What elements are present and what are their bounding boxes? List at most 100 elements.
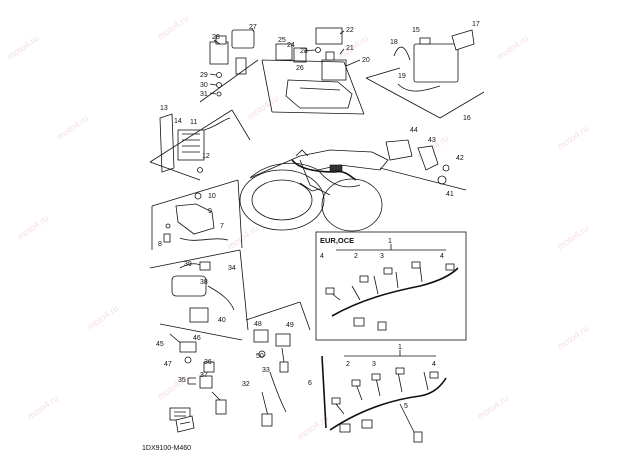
label-7: 7: [220, 223, 224, 230]
harness-7: [179, 237, 229, 241]
watermark: moto4.ru: [225, 223, 260, 252]
small-connector: [175, 415, 195, 433]
cover-44: [385, 139, 413, 161]
switch-45: [179, 341, 197, 353]
battery-15: [413, 43, 459, 83]
motorcycle-outline: [239, 149, 389, 232]
relay-27: [231, 29, 255, 49]
label-16: 16: [463, 115, 471, 122]
bolt-50: [258, 350, 266, 358]
label-12: 12: [202, 153, 210, 160]
label-39: 39: [184, 261, 192, 268]
watermark: moto4.ru: [555, 123, 590, 152]
label-26: 26: [296, 65, 304, 72]
relay-48: [253, 329, 269, 343]
sensor-37: [199, 375, 213, 389]
watermark: moto4.ru: [5, 33, 40, 62]
label-13: 13: [160, 105, 168, 112]
regulator-11: [177, 129, 205, 161]
main-harness: 1 2 3 4 5: [329, 344, 447, 443]
label-33: 33: [262, 367, 270, 374]
bracket-9: [175, 203, 215, 235]
watermark: moto4.ru: [15, 213, 50, 242]
group-34-40: 39 34 38 40: [149, 249, 249, 331]
label-18: 18: [390, 39, 398, 46]
label-24: 24: [287, 42, 295, 49]
label-2-inset: 2: [354, 253, 358, 260]
watermark: moto4.ru: [25, 393, 60, 422]
label-27: 27: [249, 24, 257, 31]
relay-49: [275, 333, 291, 347]
bolt-10: [194, 192, 202, 200]
strap-17: [451, 29, 475, 51]
bracket-13: [159, 113, 175, 173]
group-20-26: 25 24 23 22 21 20 26: [261, 27, 370, 115]
front-wheel-inner: [251, 179, 313, 221]
label-37: 37: [200, 372, 208, 379]
label-29: 29: [200, 72, 208, 79]
label-45: 45: [156, 341, 164, 348]
label-10: 10: [208, 193, 216, 200]
watermark: moto4.ru: [495, 33, 530, 62]
label-23: 23: [300, 48, 308, 55]
group-35-47: 45 46 47 36 37 35: [156, 323, 243, 421]
watermark: moto4.ru: [85, 303, 120, 332]
label-32: 32: [242, 381, 250, 388]
relay-24: [293, 47, 307, 63]
lead-33: [269, 371, 287, 413]
label-6: 6: [308, 380, 312, 387]
harness-center: [291, 159, 357, 181]
label-42: 42: [456, 155, 464, 162]
label-38: 38: [200, 279, 208, 286]
label-25: 25: [278, 37, 286, 44]
label-46: 46: [193, 335, 201, 342]
label-4-inset-a: 4: [320, 253, 324, 260]
label-2: 2: [346, 361, 350, 368]
label-47: 47: [164, 361, 172, 368]
watermark: moto4.ru: [555, 323, 590, 352]
label-9: 9: [208, 208, 212, 215]
harness-main: [329, 377, 447, 431]
label-15: 15: [412, 27, 420, 34]
label-41: 41: [446, 191, 454, 198]
label-11: 11: [190, 119, 197, 126]
lead-19: [397, 83, 441, 92]
label-28: 28: [212, 34, 220, 41]
bracket-40: [189, 307, 209, 323]
bracket-43: [417, 145, 439, 171]
label-8: 8: [158, 241, 162, 248]
label-3-inset: 3: [380, 253, 384, 260]
group-32-50: 48 49 50 33 32 6: [242, 301, 327, 429]
swingarm-line: [317, 169, 361, 188]
label-4-inset-b: 4: [440, 253, 444, 260]
label-48: 48: [254, 321, 262, 328]
inset-frame: [315, 231, 467, 341]
label-44: 44: [410, 127, 418, 134]
relay-25: [275, 43, 293, 61]
harness-clamp: [329, 164, 343, 172]
group-11-14: 13 14 11 12: [149, 105, 251, 181]
clip-8: [163, 233, 171, 243]
label-1-inset: 1: [388, 238, 392, 245]
front-wheel: [239, 169, 325, 231]
label-3: 3: [372, 361, 376, 368]
label-43: 43: [428, 137, 436, 144]
bracket-29: [235, 57, 247, 75]
label-5: 5: [404, 403, 408, 410]
rear-wheel: [321, 178, 383, 232]
starter-relay-20: [321, 59, 347, 81]
label-31: 31: [200, 91, 208, 98]
label-30: 30: [200, 82, 208, 89]
ignition-coil-38: [171, 275, 207, 297]
inset-label: EUR,OCE: [320, 236, 354, 245]
inset-eur-oce: EUR,OCE 1 4 2 3 4: [315, 231, 467, 341]
frame-outline: [249, 149, 389, 179]
label-49: 49: [286, 322, 294, 329]
watermark: moto4.ru: [155, 13, 190, 42]
tie-6: [321, 355, 327, 429]
label-40: 40: [218, 317, 226, 324]
group-41-44: 44 43 42 41: [379, 127, 467, 198]
label-14: 14: [174, 118, 182, 125]
lead-18: [393, 46, 411, 61]
